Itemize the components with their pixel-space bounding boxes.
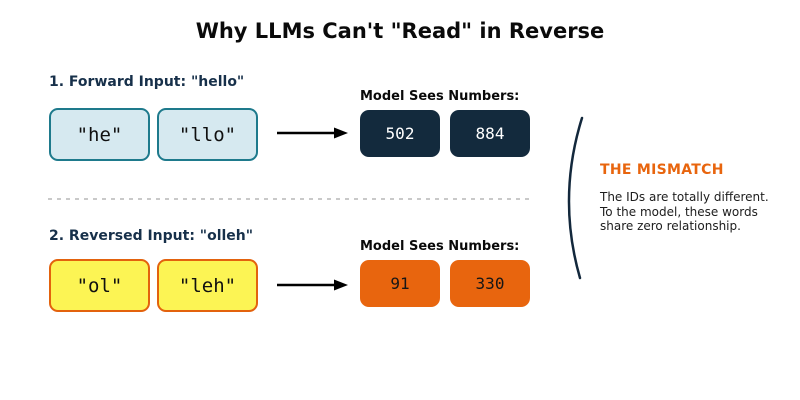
mismatch-heading: THE MISMATCH	[600, 162, 724, 178]
bracket-curve	[567, 116, 584, 280]
mismatch-body: The IDs are totally different. To the mo…	[600, 190, 785, 234]
forward-section-label: 1. Forward Input: "hello"	[49, 74, 245, 90]
reversed-section-label: 2. Reversed Input: "olleh"	[49, 228, 254, 244]
model-sees-label-forward: Model Sees Numbers:	[360, 89, 520, 104]
token-box-reversed-2: "leh"	[157, 259, 258, 312]
model-sees-label-reversed: Model Sees Numbers:	[360, 239, 520, 254]
dashed-divider	[48, 198, 530, 200]
mismatch-line-3: share zero relationship.	[600, 219, 741, 233]
token-id-box-forward-2: 884	[450, 110, 530, 157]
arrow-right-icon	[277, 127, 348, 139]
token-box-reversed-1: "ol"	[49, 259, 150, 312]
token-id-box-reversed-2: 330	[450, 260, 530, 307]
token-id-box-reversed-1: 91	[360, 260, 440, 307]
token-id-box-forward-1: 502	[360, 110, 440, 157]
arrow-right-icon	[277, 279, 348, 291]
token-box-forward-1: "he"	[49, 108, 150, 161]
mismatch-line-1: The IDs are totally different.	[600, 190, 769, 204]
token-box-forward-2: "llo"	[157, 108, 258, 161]
mismatch-line-2: To the model, these words	[600, 204, 758, 219]
page-title: Why LLMs Can't "Read" in Reverse	[195, 19, 605, 43]
